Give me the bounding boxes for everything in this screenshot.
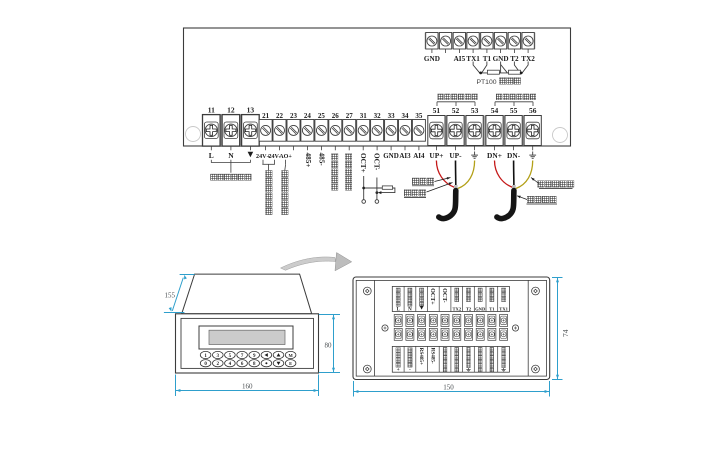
svg-text:0: 0	[204, 362, 207, 367]
svg-text:N: N	[408, 308, 412, 313]
svg-text:T1: T1	[489, 307, 495, 312]
svg-text:T1: T1	[483, 55, 492, 63]
svg-text:L: L	[209, 151, 214, 160]
svg-text:24V+: 24V+	[256, 154, 270, 160]
svg-text:13: 13	[247, 106, 255, 115]
svg-text:M: M	[288, 353, 293, 358]
svg-text:TX1: TX1	[499, 307, 508, 312]
svg-text:PT100: PT100	[476, 79, 496, 86]
svg-text:GND: GND	[493, 55, 509, 63]
svg-text:35: 35	[415, 112, 423, 120]
svg-text:6: 6	[241, 362, 244, 367]
svg-text:9: 9	[253, 354, 256, 359]
svg-text:AI5: AI5	[454, 55, 466, 63]
svg-text:11: 11	[208, 106, 215, 115]
svg-text:23: 23	[290, 112, 298, 120]
svg-text:56: 56	[529, 106, 537, 115]
svg-text:OCT-: OCT-	[372, 153, 380, 171]
svg-text:25: 25	[318, 112, 326, 120]
svg-text:L: L	[397, 308, 401, 313]
svg-text:T2: T2	[466, 307, 472, 312]
svg-text:31: 31	[360, 112, 368, 120]
svg-text:150: 150	[443, 383, 454, 391]
svg-text:TX1: TX1	[466, 55, 480, 63]
svg-text:27: 27	[346, 112, 354, 120]
svg-text:155: 155	[165, 292, 176, 300]
svg-text:51: 51	[433, 106, 441, 115]
svg-text:54: 54	[491, 106, 499, 115]
svg-text:1: 1	[204, 354, 207, 359]
svg-text:24V-: 24V-	[268, 154, 280, 160]
svg-text:5: 5	[229, 354, 232, 359]
svg-text:GND: GND	[475, 307, 486, 312]
svg-text:55: 55	[510, 106, 518, 115]
svg-text:E: E	[289, 361, 292, 366]
svg-text:22: 22	[276, 112, 284, 120]
svg-text:AI3: AI3	[399, 152, 411, 160]
svg-text:74: 74	[561, 329, 570, 337]
svg-text:OCT-: OCT-	[441, 288, 447, 302]
svg-text:DN+: DN+	[487, 151, 502, 160]
svg-text:UP+: UP+	[429, 151, 443, 160]
svg-text:TX2: TX2	[521, 55, 535, 63]
svg-text:2: 2	[217, 362, 220, 367]
svg-text:N: N	[228, 151, 234, 160]
svg-text:24: 24	[304, 112, 312, 120]
svg-text:3: 3	[217, 354, 220, 359]
svg-text:160: 160	[242, 383, 253, 391]
svg-text:T2: T2	[510, 55, 519, 63]
svg-text:AO+: AO+	[279, 154, 292, 160]
svg-text:34: 34	[402, 112, 410, 120]
svg-text:4: 4	[229, 362, 232, 367]
svg-text:33: 33	[388, 112, 396, 120]
svg-text:UP-: UP-	[449, 151, 462, 160]
svg-text:8: 8	[253, 362, 256, 367]
svg-text:21: 21	[262, 112, 270, 120]
svg-text:GND: GND	[424, 55, 440, 63]
svg-text:7: 7	[241, 354, 244, 359]
svg-text:TX2: TX2	[452, 307, 461, 312]
svg-text:GND: GND	[383, 152, 399, 160]
svg-text:+: +	[397, 367, 400, 373]
svg-text:RS485+: RS485+	[418, 348, 424, 365]
svg-text:OCT+: OCT+	[359, 153, 367, 173]
svg-text:AI4: AI4	[413, 152, 425, 160]
svg-text:52: 52	[452, 106, 460, 115]
svg-text:485+: 485+	[304, 153, 312, 168]
svg-text:53: 53	[471, 106, 479, 115]
svg-text:DN-: DN-	[507, 151, 521, 160]
svg-text:485-: 485-	[318, 153, 326, 167]
svg-text:32: 32	[374, 112, 382, 120]
svg-text:RS485-: RS485-	[430, 348, 436, 364]
svg-text:80: 80	[325, 341, 333, 349]
svg-text:26: 26	[332, 112, 340, 120]
svg-text:12: 12	[227, 106, 235, 115]
svg-text:OCT+: OCT+	[429, 288, 435, 305]
svg-text:-: -	[409, 367, 411, 373]
